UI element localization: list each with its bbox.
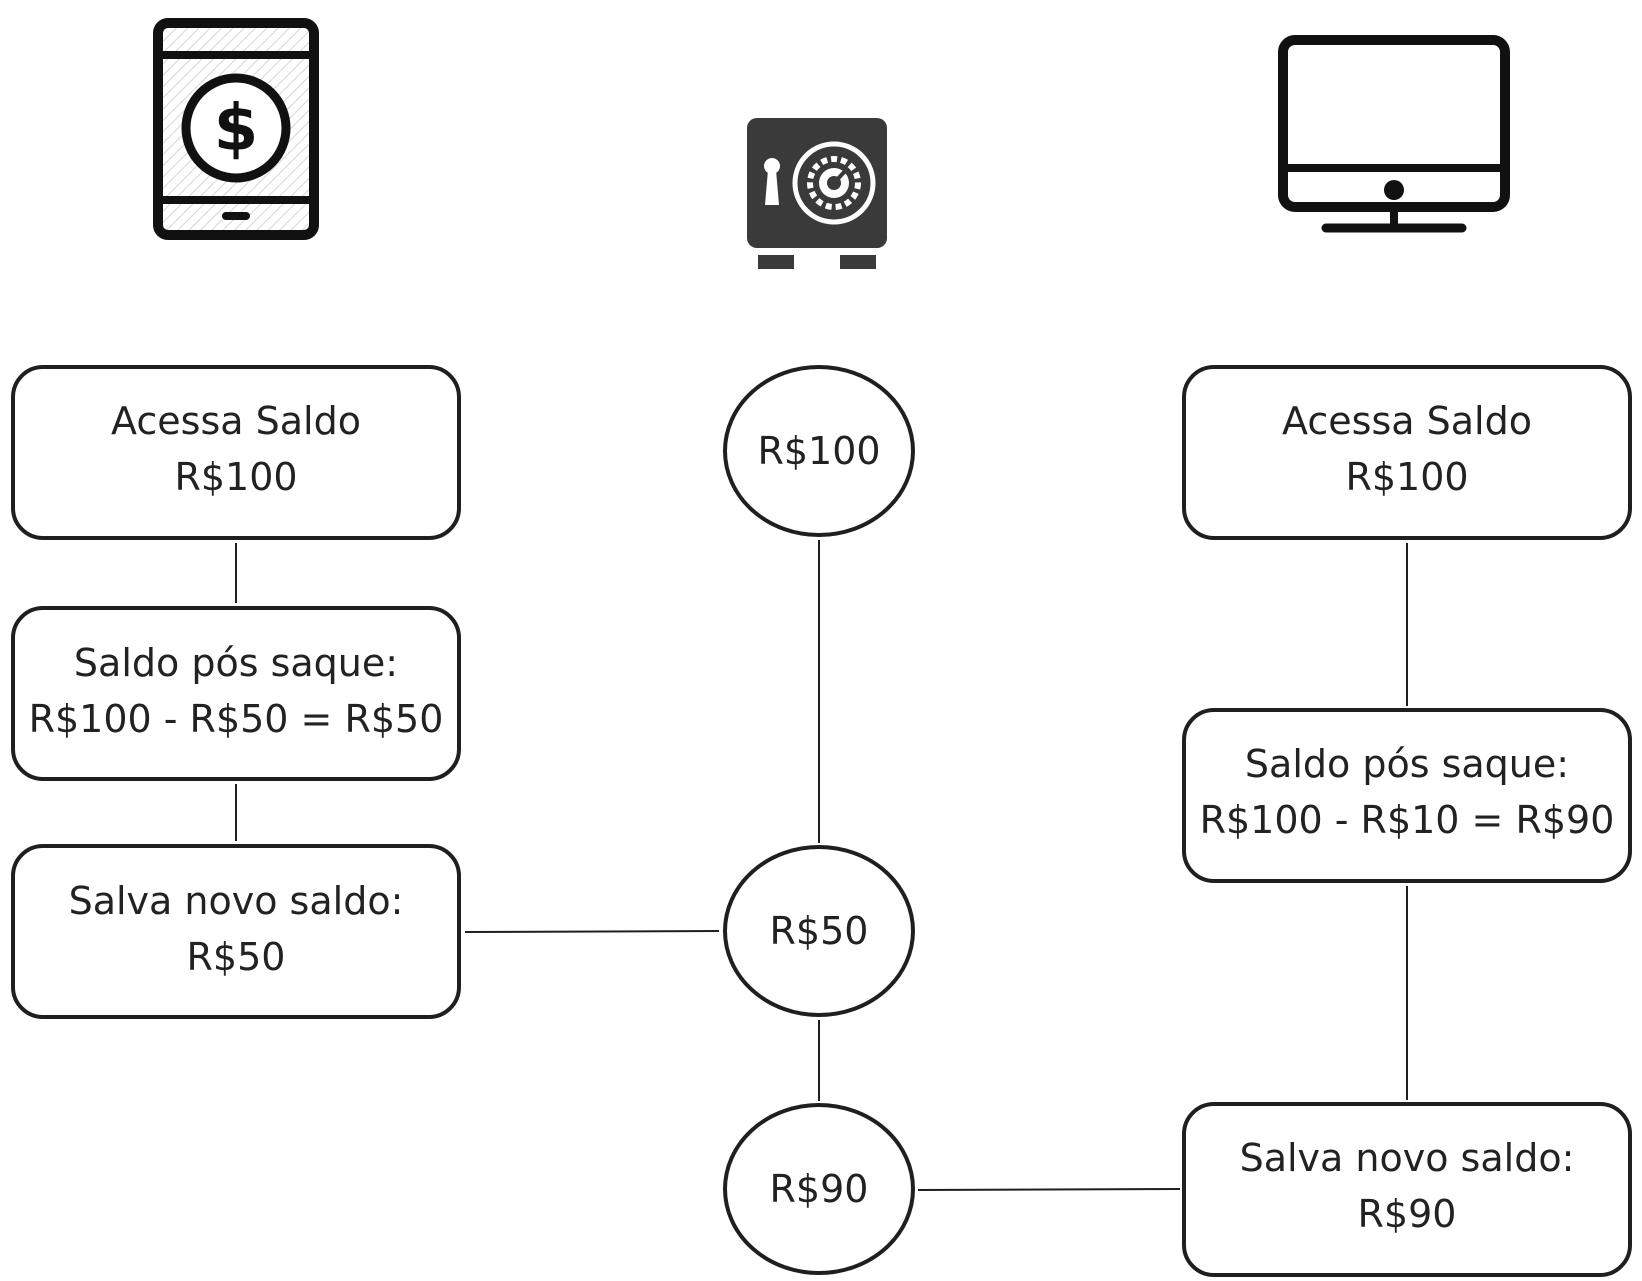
box-line2: R$100 - R$10 = R$90 bbox=[1200, 798, 1615, 842]
box-line1: Saldo pós saque: bbox=[74, 641, 398, 685]
left-box-access-balance: Acessa Saldo R$100 bbox=[11, 365, 461, 540]
box-line1: Acessa Saldo bbox=[111, 399, 361, 443]
right-box-save-new-balance: Salva novo saldo: R$90 bbox=[1182, 1102, 1632, 1277]
box-line1: Salva novo saldo: bbox=[69, 879, 404, 923]
center-circle-balance-1: R$100 bbox=[723, 365, 915, 537]
left-box-balance-after-withdrawal: Saldo pós saque: R$100 - R$50 = R$50 bbox=[11, 606, 461, 781]
box-line1: Saldo pós saque: bbox=[1245, 742, 1569, 786]
box-line2: R$100 bbox=[174, 455, 297, 499]
box-line1: Salva novo saldo: bbox=[1240, 1136, 1575, 1180]
connector-left3-center2 bbox=[464, 930, 720, 933]
circle-value: R$50 bbox=[770, 909, 869, 953]
center-circle-balance-2: R$50 bbox=[723, 845, 915, 1017]
left-box-save-new-balance: Salva novo saldo: R$50 bbox=[11, 844, 461, 1019]
connector-center3-right3 bbox=[917, 1188, 1181, 1191]
svg-text:$: $ bbox=[214, 92, 259, 166]
box-line2: R$100 - R$50 = R$50 bbox=[29, 697, 444, 741]
circle-value: R$100 bbox=[757, 429, 880, 473]
mobile-payment-icon: $ bbox=[153, 18, 319, 240]
desktop-monitor-icon bbox=[1278, 35, 1510, 233]
right-box-balance-after-withdrawal: Saldo pós saque: R$100 - R$10 = R$90 bbox=[1182, 708, 1632, 883]
box-line2: R$90 bbox=[1358, 1192, 1457, 1236]
right-box-access-balance: Acessa Saldo R$100 bbox=[1182, 365, 1632, 540]
box-line2: R$100 bbox=[1345, 455, 1468, 499]
circle-value: R$90 bbox=[770, 1167, 869, 1211]
center-circle-balance-3: R$90 bbox=[723, 1103, 915, 1275]
box-line2: R$50 bbox=[187, 935, 286, 979]
box-line1: Acessa Saldo bbox=[1282, 399, 1532, 443]
safe-icon bbox=[747, 118, 887, 269]
